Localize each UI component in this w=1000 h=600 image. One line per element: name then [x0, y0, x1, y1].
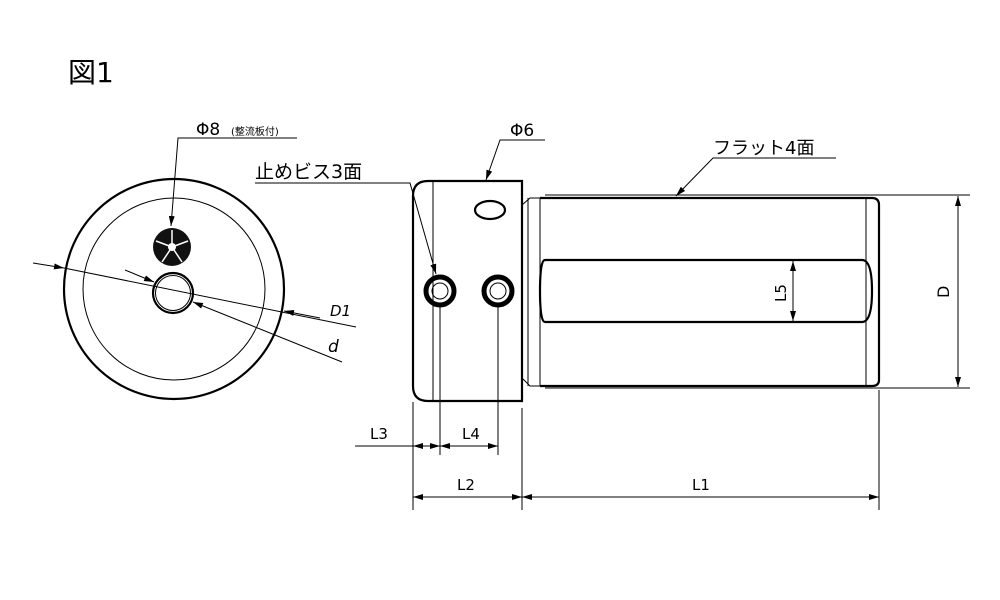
inner-circle	[82, 197, 266, 381]
nozzle-note: (整流板付)	[231, 125, 279, 138]
dim-l4: L4	[462, 425, 480, 443]
outer-circle	[62, 177, 286, 401]
setscrew-icon	[423, 274, 457, 308]
hole-phi6	[473, 199, 507, 221]
setscrew-icon	[481, 274, 515, 308]
dim-d-outer: D	[934, 286, 953, 298]
figure-title: 図1	[68, 56, 114, 89]
flat-slot	[538, 258, 874, 324]
nozzle-icon	[153, 228, 191, 266]
front-view: Φ8 (整流板付) D1 d	[32, 120, 357, 401]
dim-l1: L1	[692, 476, 710, 494]
dim-d1: D1	[330, 302, 351, 320]
dim-l5: L5	[772, 284, 790, 302]
dim-l2: L2	[457, 476, 475, 494]
dim-l3: L3	[370, 425, 388, 443]
setscrew-label: 止めビス3面	[255, 161, 362, 183]
hole-label: Φ6	[510, 121, 534, 141]
head-block	[411, 179, 524, 403]
flat-label: フラット4面	[713, 138, 814, 159]
side-view: 止めビス3面 Φ6 フラット4面 L3 L4 L2 L1 L5 D	[255, 121, 970, 510]
nozzle-label: Φ8	[196, 120, 220, 140]
shaft	[540, 196, 881, 388]
bore-hole	[151, 271, 195, 315]
dim-d: d	[328, 337, 339, 357]
